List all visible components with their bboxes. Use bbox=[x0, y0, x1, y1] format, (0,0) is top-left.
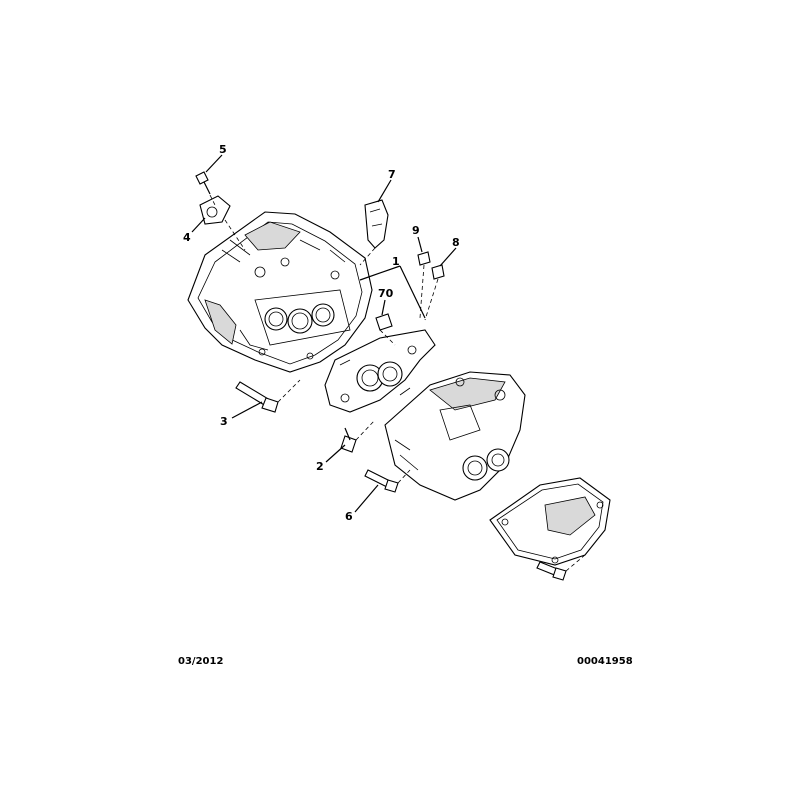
bolt-3 bbox=[235, 381, 279, 413]
callout-3: 3 bbox=[220, 415, 228, 428]
callout-6: 6 bbox=[345, 510, 353, 523]
bracket-7 bbox=[364, 199, 389, 249]
clutch-housing bbox=[187, 211, 373, 373]
rear-cover bbox=[489, 477, 611, 566]
cover-bolt bbox=[536, 561, 567, 581]
bolt-6 bbox=[364, 469, 399, 493]
diagram-date: 03/2012 bbox=[178, 656, 224, 667]
gearbox-casing bbox=[384, 371, 526, 501]
callout-1: 1 bbox=[392, 255, 400, 268]
callout-8: 8 bbox=[452, 236, 460, 249]
callout-4: 4 bbox=[183, 231, 191, 244]
assembly-lines bbox=[209, 194, 586, 572]
dowel-8 bbox=[431, 264, 445, 280]
leader-lines bbox=[191, 154, 457, 513]
callout-7: 7 bbox=[388, 168, 396, 181]
callout-labels: 5 4 7 9 8 1 70 3 2 6 bbox=[183, 143, 460, 523]
intermediate-plate bbox=[324, 329, 436, 413]
dowel-9 bbox=[417, 251, 431, 266]
sleeve-70 bbox=[375, 313, 393, 331]
bolt-5 bbox=[195, 171, 211, 195]
diagram-reference-number: 00041958 bbox=[577, 656, 633, 667]
callout-9: 9 bbox=[412, 224, 420, 237]
sensor-4 bbox=[199, 195, 231, 225]
callout-5: 5 bbox=[219, 143, 227, 156]
bolt-2 bbox=[340, 427, 357, 453]
callout-70: 70 bbox=[378, 287, 394, 300]
callout-2: 2 bbox=[316, 460, 324, 473]
